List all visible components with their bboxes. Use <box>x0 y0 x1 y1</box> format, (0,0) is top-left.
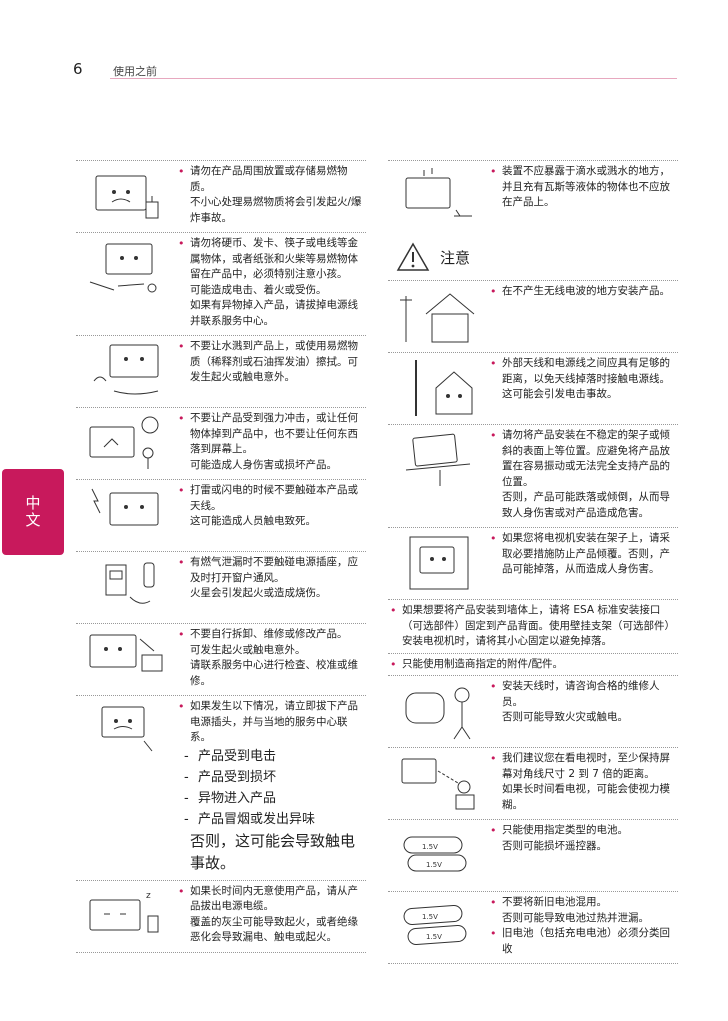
divider <box>76 951 366 953</box>
condition-item: 异物进入产品 <box>176 788 366 809</box>
detail-text: 否则可能损坏遥控器。 <box>502 839 607 852</box>
detail-text: 可发生起火或触电意外。 <box>190 643 306 656</box>
bullet-text: 旧电池（包括充电电池）必须分类回收 <box>488 926 678 957</box>
caution-entry: 在不产生无线电波的地方安装产品。 <box>388 280 678 352</box>
caution-entry: 如果您将电视机安装在架子上，请采取必要措施防止产品倾覆。否则，产品可能掉落，从而… <box>388 527 678 599</box>
bullet-text: 在不产生无线电波的地方安装产品。 <box>488 284 678 300</box>
warning-entry: z 如果长时间内无意使用产品，请从产品拔出电源电缆。 覆盖的灰尘可能导致起火，或… <box>76 879 366 952</box>
bullet-text: 如果发生以下情况，请立即拔下产品电源插头，并与当地的服务中心联系。 <box>176 699 366 746</box>
bullet-text: 请勿在产品周围放置或存储易燃物质。 <box>176 164 366 195</box>
bullet-text: 打雷或闪电的时候不要触碰本产品或天线。 <box>176 483 366 514</box>
tv-flammable-illustration <box>76 164 176 226</box>
bullet-text: 请勿将产品安装在不稳定的架子或倾斜的表面上等位置。应避免将产品放置在容易振动或无… <box>488 428 678 490</box>
bullet-text: 外部天线和电源线之间应具有足够的距离，以免天线掉落时接触电源线。 <box>488 356 678 387</box>
divider <box>388 963 678 964</box>
bullet-text: 只能使用指定类型的电池。 <box>488 823 678 839</box>
battery-label: 1.5V <box>426 933 442 941</box>
consequence-text: 否则，这可能会导致触电事故。 <box>190 831 356 872</box>
bullet-text: 只能使用制造商指定的附件/配件。 <box>388 657 678 673</box>
tv-on-shelf-illustration <box>388 531 488 593</box>
bullet-text: 装置不应暴露于滴水或溅水的地方，并且充有瓦斯等液体的物体也不应放在产品上。 <box>488 164 678 211</box>
warning-entry: 有燃气泄漏时不要触碰电源插座，应及时打开窗户通风。 火星会引发起火或造成烧伤。 <box>76 551 366 623</box>
detail-text: 如果有异物掉入产品，请拔掉电源线并联系服务中心。 <box>190 299 358 327</box>
warning-entry: 请勿将硬币、发卡、筷子或电线等金属物体，或者纸张和火柴等易燃物体留在产品中，必须… <box>76 232 366 335</box>
bullet-text: 有燃气泄漏时不要触碰电源插座，应及时打开窗户通风。 <box>176 555 366 586</box>
tv-impact-illustration <box>76 411 176 473</box>
tv-metal-objects-illustration <box>76 236 176 329</box>
bullet-text: 如果您将电视机安装在架子上，请采取必要措施防止产品倾覆。否则，产品可能掉落，从而… <box>488 531 678 578</box>
tv-unstable-shelf-illustration <box>388 428 488 521</box>
detail-text: 覆盖的灰尘可能导致起火，或者绝缘恶化会导致漏电、触电或起火。 <box>190 915 358 944</box>
antenna-technician-illustration <box>388 679 488 741</box>
condition-item: 产品冒烟或发出异味 <box>176 809 366 830</box>
tv-lightning-illustration <box>76 483 176 545</box>
tv-unplug-illustration <box>76 699 176 874</box>
gas-leak-plug-illustration <box>76 555 176 617</box>
header-rule <box>110 78 677 79</box>
detail-text: 否则，产品可能跌落或倾倒，从而导致人身伤害或对产品造成危害。 <box>502 491 670 519</box>
detail-text: 这可能会引发电击事故。 <box>502 388 618 400</box>
bullet-text: 不要让水溅到产品上，或使用易燃物质（稀释剂或石油挥发油）擦拭。可发生起火或触电意… <box>176 339 366 386</box>
caution-entry: 外部天线和电源线之间应具有足够的距离，以免天线掉落时接触电源线。 这可能会引发电… <box>388 352 678 424</box>
caution-entry: 我们建议您在看电视时，至少保持屏幕对角线尺寸 2 到 7 倍的距离。 如果长时间… <box>388 747 678 819</box>
condition-item: 产品受到电击 <box>176 746 366 767</box>
battery-label: 1.5V <box>422 843 438 851</box>
warning-entry: 打雷或闪电的时候不要触碰本产品或天线。 这可能造成人员触电致死。 <box>76 479 366 551</box>
detail-text: 不小心处理易燃物质将会引发起火/爆炸事故。 <box>190 196 362 224</box>
detail-text: 如果长时间看电视，可能会使视力模糊。 <box>502 783 670 811</box>
battery-label: 1.5V <box>426 861 442 869</box>
house-antenna-illustration <box>388 284 488 346</box>
bullet-text: 不要自行拆卸、维修或修改产品。 <box>176 627 366 643</box>
warning-triangle-icon <box>396 242 430 271</box>
bullet-text: 安装天线时，请咨询合格的维修人员。 <box>488 679 678 710</box>
caution-entry: 1.5V 1.5V 不要将新旧电池混用。 否则可能导致电池过热并泄漏。 旧电池（包… <box>388 891 678 963</box>
left-column: 请勿在产品周围放置或存储易燃物质。 不小心处理易燃物质将会引发起火/爆炸事故。 … <box>76 160 366 953</box>
warning-entry: 如果发生以下情况，请立即拔下产品电源插头，并与当地的服务中心联系。 产品受到电击… <box>76 695 366 880</box>
mixed-batteries-illustration: 1.5V 1.5V <box>388 895 488 957</box>
tv-water-splash-illustration <box>76 339 176 401</box>
bullet-text: 请勿将硬币、发卡、筷子或电线等金属物体，或者纸张和火柴等易燃物体留在产品中，必须… <box>176 236 366 283</box>
caution-entry: 安装天线时，请咨询合格的维修人员。 否则可能导致火灾或触电。 <box>388 675 678 747</box>
bullet-text: 我们建议您在看电视时，至少保持屏幕对角线尺寸 2 到 7 倍的距离。 <box>488 751 678 782</box>
caution-label: 注意 <box>440 248 471 267</box>
detail-text: 这可能造成人员触电致死。 <box>190 515 316 527</box>
caution-heading: 注意 <box>388 232 678 280</box>
tv-sleeping-unplugged-illustration: z <box>76 884 176 946</box>
antenna-powerline-illustration <box>388 356 488 418</box>
battery-label: 1.5V <box>422 913 438 921</box>
bullet-text: 如果长时间内无意使用产品，请从产品拔出电源电缆。 <box>176 884 366 915</box>
warning-entry: 装置不应暴露于滴水或溅水的地方，并且充有瓦斯等液体的物体也不应放在产品上。 <box>388 160 678 232</box>
detail-text: 可能造成电击、着火或受伤。 <box>190 283 327 296</box>
tv-dripping-water-illustration <box>388 164 488 226</box>
caution-entry: 请勿将产品安装在不稳定的架子或倾斜的表面上等位置。应避免将产品放置在容易振动或无… <box>388 424 678 527</box>
caution-entry: 如果想要将产品安装到墙体上，请将 ESA 标准安装接口（可选部件）固定到产品背面… <box>388 599 678 653</box>
detail-text: 可能造成人身伤害或损坏产品。 <box>190 458 337 471</box>
section-title: 使用之前 <box>113 65 157 78</box>
right-column: 装置不应暴露于滴水或溅水的地方，并且充有瓦斯等液体的物体也不应放在产品上。 注意… <box>388 160 678 964</box>
warning-entry: 不要让产品受到强力冲击，或让任何物体掉到产品中，也不要让任何东西落到屏幕上。 可… <box>76 407 366 479</box>
bullet-text: 不要让产品受到强力冲击，或让任何物体掉到产品中，也不要让任何东西落到屏幕上。 <box>176 411 366 458</box>
warning-entry: 不要让水溅到产品上，或使用易燃物质（稀释剂或石油挥发油）擦拭。可发生起火或触电意… <box>76 335 366 407</box>
warning-entry: 请勿在产品周围放置或存储易燃物质。 不小心处理易燃物质将会引发起火/爆炸事故。 <box>76 160 366 232</box>
bullet-text: 如果想要将产品安装到墙体上，请将 ESA 标准安装接口（可选部件）固定到产品背面… <box>388 603 678 650</box>
bullet-text: 不要将新旧电池混用。 <box>488 895 678 911</box>
language-tab[interactable]: 中文 <box>2 469 64 555</box>
detail-text: 否则可能导致火灾或触电。 <box>502 711 628 723</box>
detail-text: 火星会引发起火或造成烧伤。 <box>190 587 327 599</box>
warning-entry: 不要自行拆卸、维修或修改产品。 可发生起火或触电意外。 请联系服务中心进行检查、… <box>76 623 366 695</box>
batteries-illustration: 1.5V 1.5V <box>388 823 488 885</box>
caution-entry: 只能使用制造商指定的附件/配件。 <box>388 652 678 676</box>
tv-disassembly-illustration <box>76 627 176 689</box>
detail-text: 请联系服务中心进行检查、校准或维修。 <box>190 659 358 687</box>
condition-item: 产品受到损坏 <box>176 767 366 788</box>
viewing-distance-illustration <box>388 751 488 813</box>
caution-entry: 1.5V 1.5V 只能使用指定类型的电池。 否则可能损坏遥控器。 <box>388 819 678 891</box>
page-number: 6 <box>73 60 83 78</box>
detail-text: 否则可能导致电池过热并泄漏。 <box>502 911 649 924</box>
svg-text:z: z <box>146 891 151 901</box>
